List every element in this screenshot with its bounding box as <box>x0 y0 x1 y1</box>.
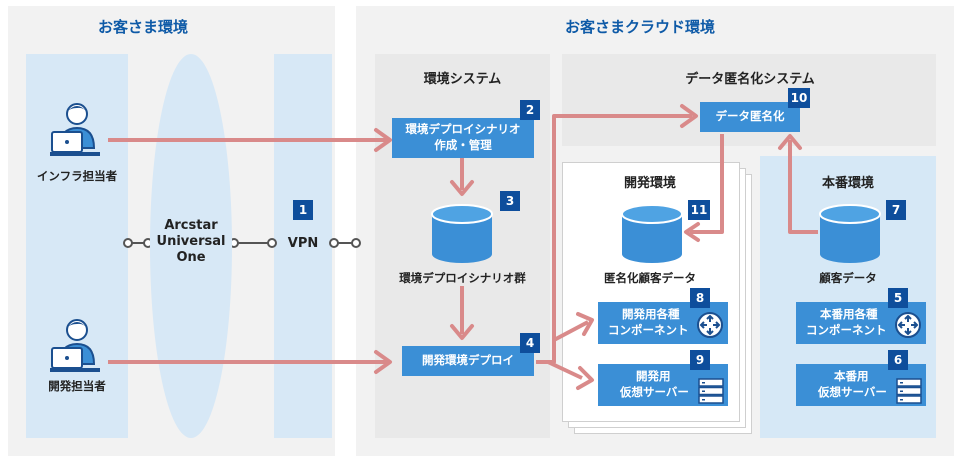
create-scenario-box: 環境デプロイシナリオ 作成・管理 <box>392 118 534 158</box>
router-icon <box>697 312 723 338</box>
anonymize-badge: 10 <box>788 88 810 108</box>
create-scenario-line: 作成・管理 <box>434 138 492 152</box>
arrow-prod-db-to-anonymize <box>788 140 818 234</box>
arcstar-label: Arcstar Universal One <box>150 218 232 266</box>
arrowhead-dev-servers <box>576 366 594 390</box>
arrowhead-scenarios <box>450 180 474 196</box>
anonymize-label: データ匿名化 <box>715 109 785 124</box>
chain-node <box>123 238 133 248</box>
prod-servers-line: 本番用 <box>834 369 869 384</box>
arrow-anonymize-to-anon-db <box>690 134 724 234</box>
anon-db-label: 匿名化顧客データ <box>604 271 696 285</box>
dev-servers-line: 仮想サーバー <box>620 385 689 399</box>
server-rack-icon <box>896 378 922 404</box>
prod-db-label: 顧客データ <box>819 271 877 285</box>
create-scenario-badge: 2 <box>520 100 540 120</box>
arcstar-line: Arcstar <box>164 218 218 233</box>
dev-servers-badge: 9 <box>690 350 710 370</box>
dev-servers-line: 開発用 <box>636 369 671 384</box>
person-laptop-icon <box>50 103 100 156</box>
dev-components-line: 開発用各種 <box>622 307 680 322</box>
dev-servers-box: 開発用 仮想サーバー <box>598 364 728 406</box>
scenarios-label: 環境デプロイシナリオ群 <box>399 271 526 285</box>
arrowhead-anon-db <box>684 222 700 242</box>
anon-db-badge: 11 <box>688 200 710 220</box>
prod-env-title: 本番環境 <box>821 176 874 191</box>
dev-components-line: コンポーネント <box>608 323 689 337</box>
chain-node <box>351 238 361 248</box>
arcstar-line: One <box>176 250 206 265</box>
dev-env-title: 開発環境 <box>623 176 676 191</box>
prod-components-line: 本番用各種 <box>820 307 878 322</box>
database-icon <box>621 204 683 263</box>
database-icon <box>431 204 493 263</box>
deploy-dev-env-label: 開発環境デプロイ <box>422 353 514 368</box>
arrowhead-deploy-down <box>450 324 474 340</box>
arrowhead-create <box>374 128 392 152</box>
prod-servers-line: 仮想サーバー <box>818 385 887 399</box>
infra-user-label: インフラ担当者 <box>36 169 118 183</box>
customer-environment-title: お客さま環境 <box>97 18 188 36</box>
person-laptop-icon <box>50 319 100 372</box>
prod-db-badge: 7 <box>886 200 906 220</box>
prod-components-badge: 5 <box>888 288 908 308</box>
deploy-badge: 4 <box>520 333 540 353</box>
chain-node <box>329 238 339 248</box>
dev-components-badge: 8 <box>690 288 710 308</box>
prod-servers-badge: 6 <box>888 350 908 370</box>
chain-node <box>267 238 277 248</box>
create-scenario-line: 環境デプロイシナリオ <box>405 122 521 137</box>
anonymize-box: データ匿名化 <box>700 102 800 132</box>
vpn-label: VPN <box>278 236 328 251</box>
arrowhead-deploy <box>374 350 392 374</box>
deploy-dev-env-box: 開発環境デプロイ <box>402 346 534 376</box>
arrow-deploy-to-dev-servers <box>536 360 583 380</box>
arrow-deploy-to-dev-components <box>553 320 589 342</box>
env-system-title: 環境システム <box>423 72 502 87</box>
server-rack-icon <box>698 378 724 404</box>
arcstar-line: Universal <box>150 234 232 250</box>
database-icon <box>819 204 881 263</box>
scenarios-badge: 3 <box>500 191 520 211</box>
router-icon <box>895 312 921 338</box>
vpn-badge: 1 <box>293 200 313 220</box>
anonymize-system-title: データ匿名化システム <box>685 72 815 87</box>
arrowhead-dev-components <box>576 312 594 336</box>
prod-components-line: コンポーネント <box>806 323 887 337</box>
cloud-environment-title: お客さまクラウド環境 <box>564 18 715 36</box>
arrowhead-prod-to-anonymize <box>778 134 802 150</box>
arrowhead-anonymize <box>680 104 698 128</box>
dev-user-label: 開発担当者 <box>48 379 106 393</box>
